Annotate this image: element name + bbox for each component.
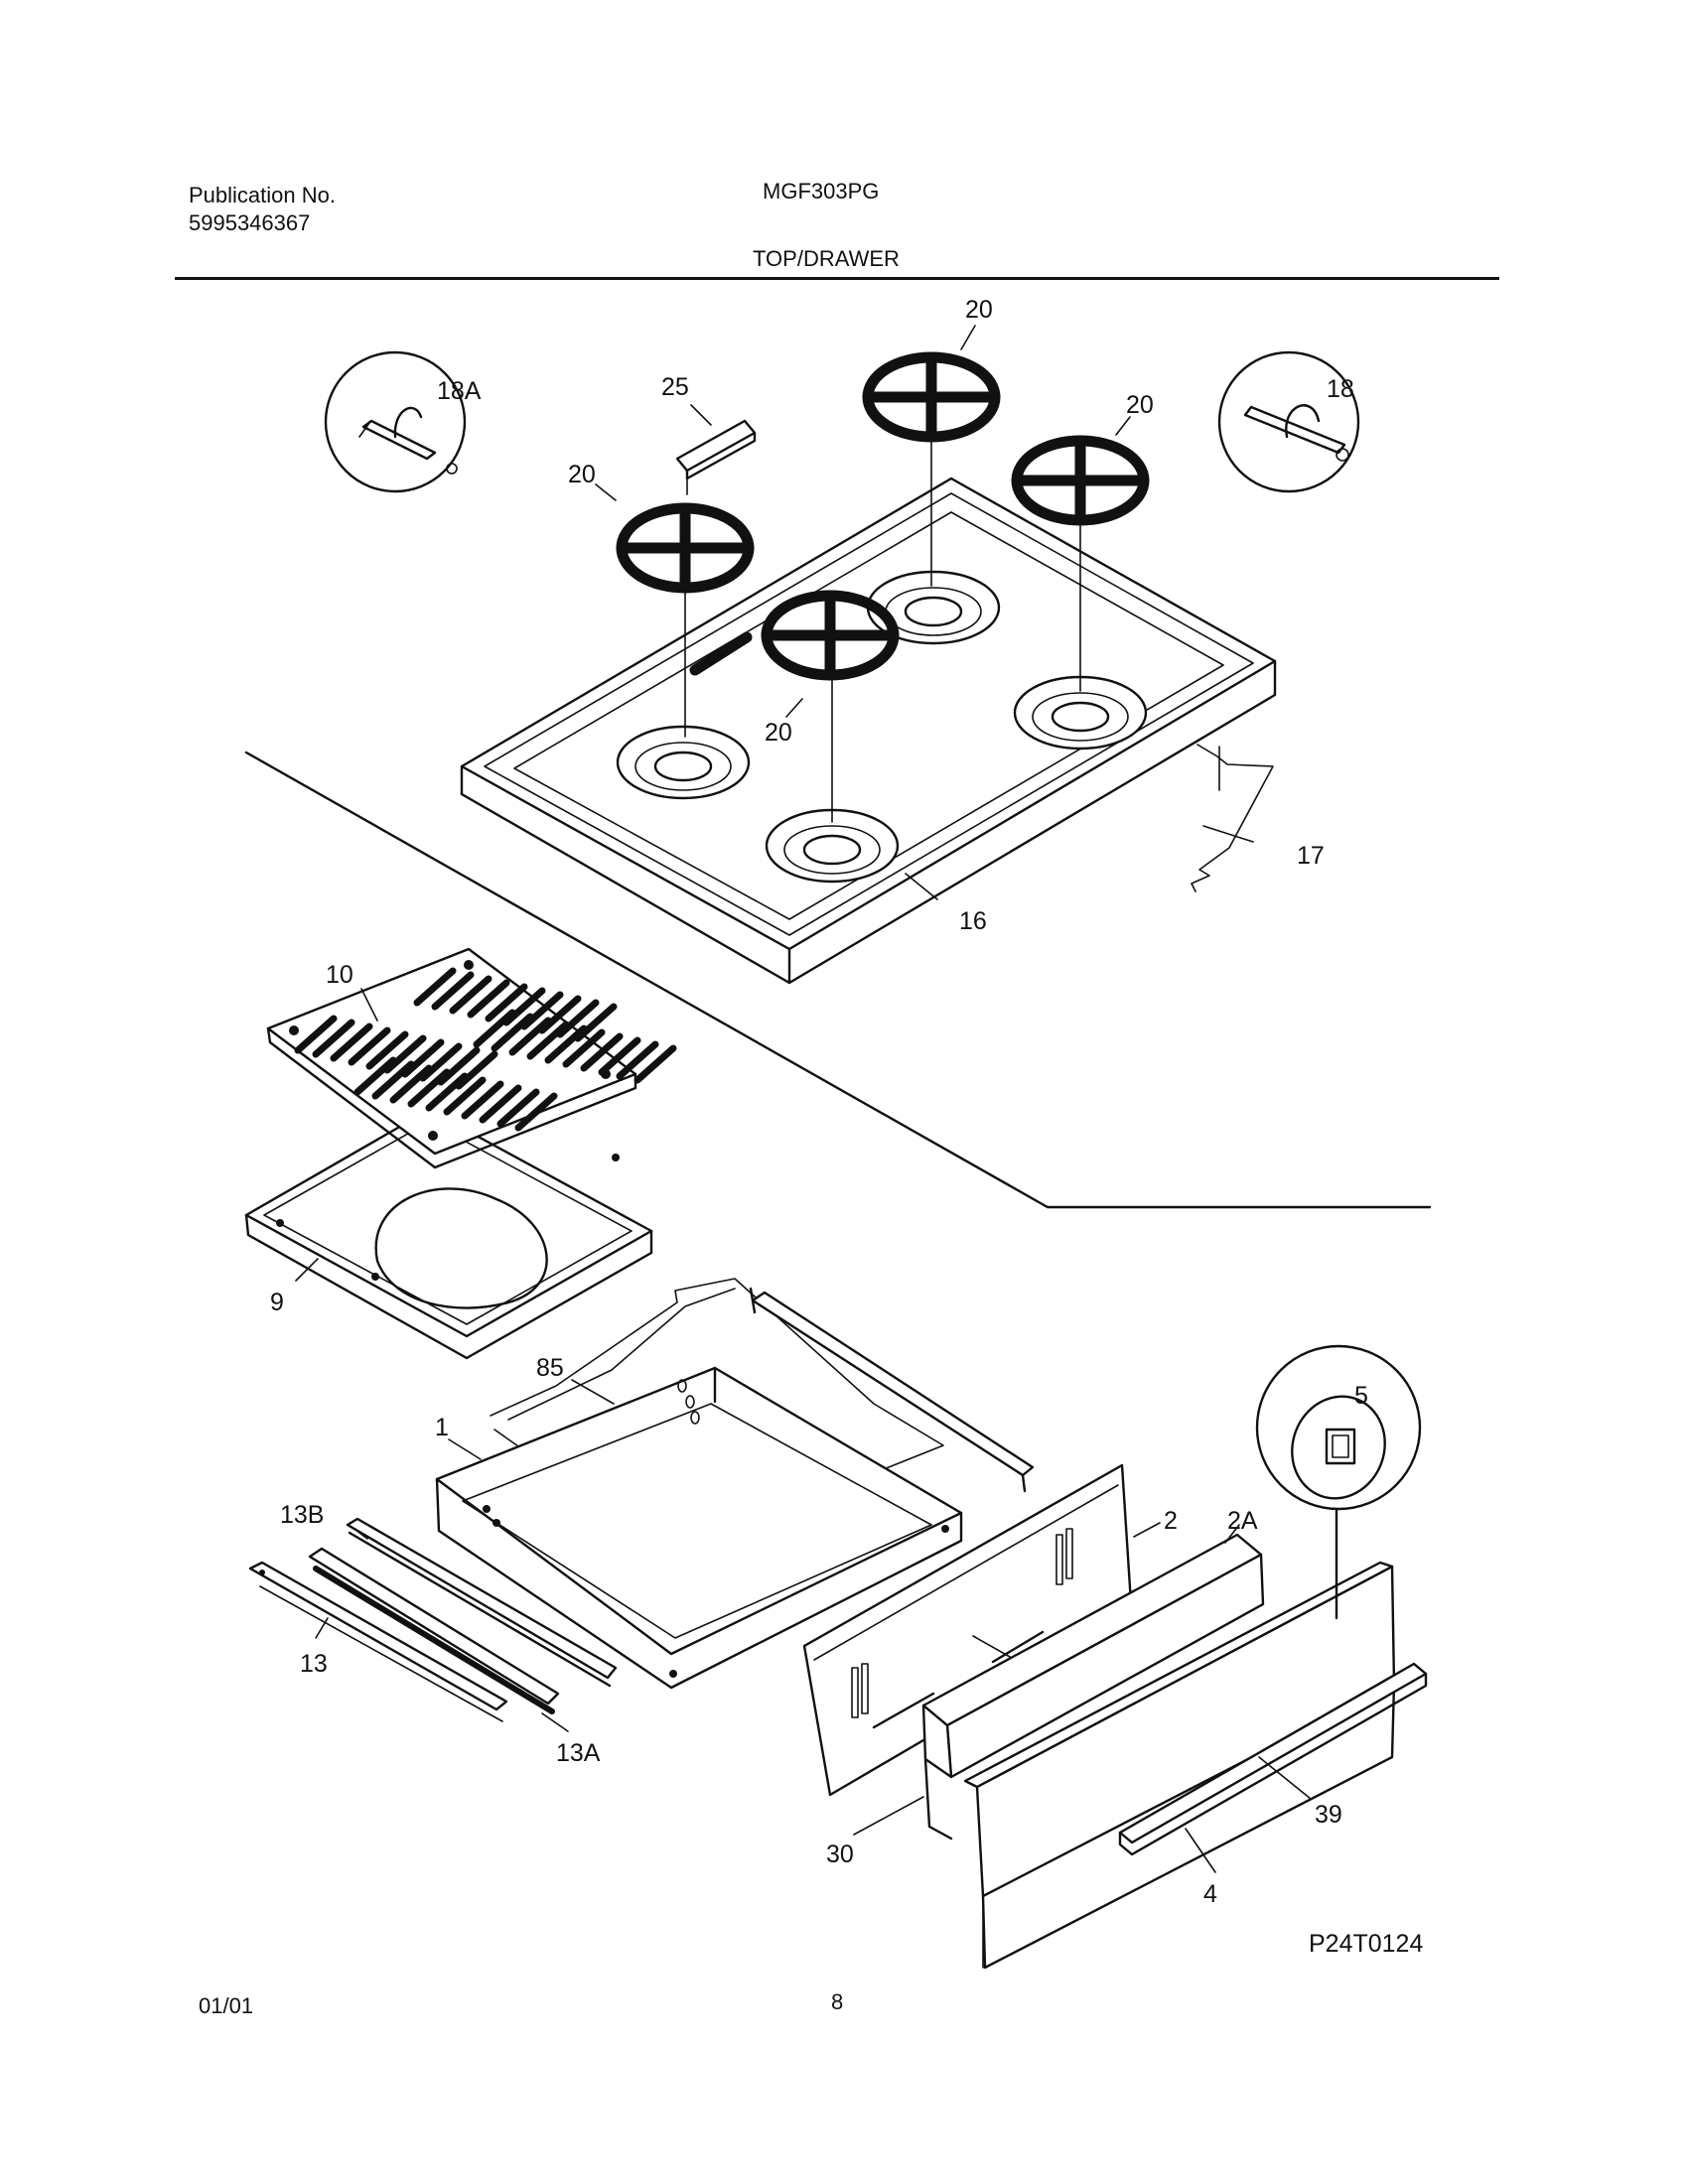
grid-slot	[312, 1019, 355, 1058]
grid-slot	[598, 1036, 641, 1076]
drawer-slide-13a	[308, 1547, 560, 1714]
callout-20-back: 20	[965, 296, 993, 324]
leader-lines	[295, 325, 1312, 1873]
drawer-front-liner	[921, 1533, 1265, 1841]
burner-grates	[616, 351, 1150, 681]
footer-page-number: 8	[831, 1989, 844, 2014]
callout-20-left: 20	[568, 461, 596, 488]
drawer-tray	[435, 1366, 963, 1690]
callout-20-right: 20	[1126, 391, 1154, 419]
detail-circle-18a	[324, 350, 467, 493]
callout-5: 5	[1354, 1382, 1368, 1410]
callout-85: 85	[536, 1354, 564, 1382]
grid-slot	[401, 1038, 445, 1078]
grid-slot	[455, 1050, 498, 1090]
grid-slot	[419, 1042, 463, 1082]
drawer-slide-rail-13b	[346, 1517, 618, 1688]
callout-9: 9	[270, 1289, 284, 1316]
grate-guide-lines	[684, 434, 1081, 823]
grid-slot	[467, 979, 510, 1019]
drawer-back-rail	[749, 1287, 1035, 1493]
cooktop-rail	[689, 631, 753, 676]
callout-13a: 13A	[556, 1739, 601, 1767]
detail-circle-18	[1217, 350, 1360, 493]
grid-slot	[514, 1092, 558, 1132]
grid-slot	[348, 1026, 391, 1066]
grid-slot	[574, 1003, 618, 1042]
broiler-pan	[244, 1108, 653, 1360]
grid-slot	[520, 991, 564, 1030]
grid-slot	[330, 1023, 373, 1062]
grid-slot	[616, 1040, 659, 1080]
burner-grate-center	[761, 590, 900, 681]
callout-4: 4	[1203, 1880, 1217, 1908]
grid-slot	[443, 1076, 487, 1116]
callout-16: 16	[959, 907, 987, 935]
grid-slot	[294, 1015, 338, 1054]
ignitor-part	[675, 419, 757, 495]
burner-grate-back	[862, 351, 1001, 443]
burner-grate-right	[1011, 435, 1150, 526]
grid-slot	[365, 1030, 409, 1070]
drawer-rack-wire-back	[507, 1288, 736, 1421]
callout-39: 39	[1315, 1801, 1342, 1829]
callout-17: 17	[1297, 842, 1325, 870]
burner-grate-left	[616, 502, 755, 594]
grid-slot	[437, 1046, 481, 1086]
publication-label: Publication No.	[189, 183, 336, 207]
drawer-handle	[1118, 1662, 1428, 1856]
model-number: MGF303PG	[763, 179, 880, 204]
broiler-grid	[266, 947, 677, 1169]
grid-slot	[485, 983, 528, 1023]
grid-slot	[502, 987, 546, 1026]
detail-circle-5	[1255, 1344, 1422, 1620]
callout-1: 1	[435, 1414, 449, 1441]
grid-slot	[580, 1032, 624, 1072]
header-rule	[175, 277, 1499, 280]
callout-13b: 13B	[280, 1501, 324, 1529]
grid-slot	[431, 971, 475, 1011]
diagram-code: P24T0124	[1309, 1930, 1424, 1958]
bracket-wire	[1191, 744, 1274, 892]
grid-slot	[538, 995, 582, 1034]
drawer-inner-panel	[802, 1463, 1134, 1797]
grid-slot	[449, 975, 492, 1015]
grid-slot	[562, 1028, 606, 1068]
callout-18a: 18A	[437, 377, 482, 405]
callout-2: 2	[1164, 1507, 1178, 1535]
grid-slot	[413, 967, 457, 1007]
callout-13: 13	[300, 1650, 328, 1678]
callout-18: 18	[1327, 375, 1354, 403]
section-divider-line	[244, 751, 1432, 1209]
grid-slot	[633, 1044, 677, 1084]
cooktop-panel	[460, 477, 1277, 985]
burner-bowl-right	[1013, 675, 1148, 751]
grid-slot	[383, 1034, 427, 1074]
section-title: TOP/DRAWER	[753, 246, 900, 271]
grid-slot	[479, 1084, 522, 1124]
footer-date: 01/01	[199, 1993, 254, 2018]
burner-bowl-left-front	[616, 725, 751, 800]
callout-10: 10	[326, 961, 353, 989]
grid-slot	[461, 1080, 504, 1120]
grid-slot	[556, 999, 600, 1038]
callout-30: 30	[826, 1841, 854, 1868]
publication-number: 5995346367	[189, 210, 311, 235]
grid-slot	[496, 1088, 540, 1128]
callout-2a: 2A	[1227, 1507, 1258, 1535]
callout-25: 25	[661, 373, 689, 401]
callout-20-center: 20	[765, 719, 792, 747]
drawer-side-rail-13	[248, 1561, 508, 1722]
